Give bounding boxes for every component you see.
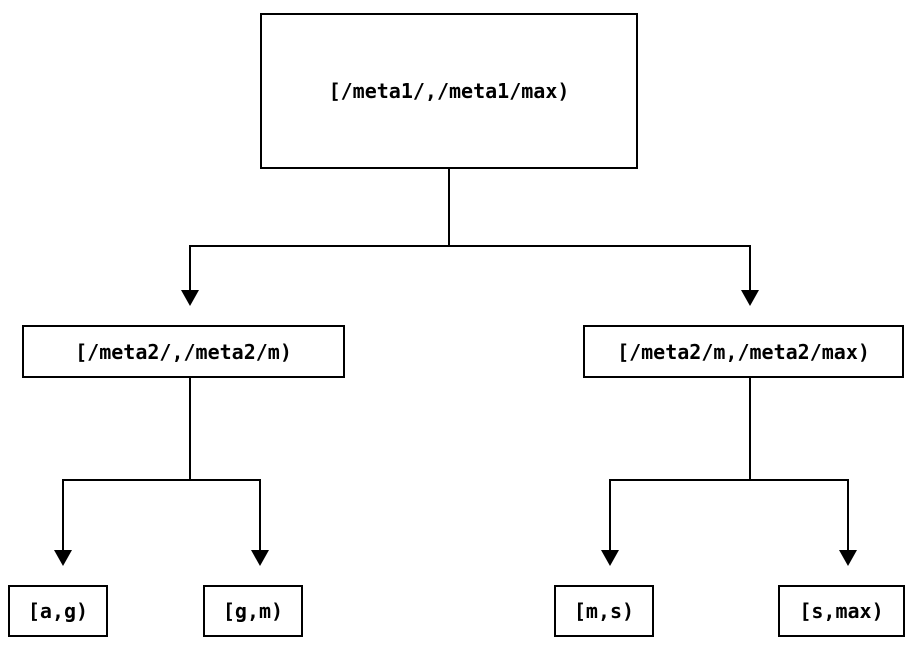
node-leaf-m-s-label: [m,s) — [573, 599, 635, 623]
node-leaf-m-s: [m,s) — [554, 585, 654, 637]
connector-drop-leaf-m-s — [609, 479, 611, 550]
node-meta2-high-label: [/meta2/m,/meta2/max) — [617, 339, 870, 364]
connector-drop-meta2-low — [189, 245, 191, 290]
node-leaf-a-g-label: [a,g) — [27, 599, 89, 623]
connector-root-crossbar — [189, 245, 751, 247]
arrow-down-icon — [251, 550, 269, 566]
connector-drop-leaf-s-max — [847, 479, 849, 550]
node-leaf-a-g: [a,g) — [8, 585, 108, 637]
arrow-down-icon — [601, 550, 619, 566]
node-meta2-high: [/meta2/m,/meta2/max) — [583, 325, 904, 378]
connector-meta2-high-stem — [749, 378, 751, 481]
connector-root-stem — [448, 169, 450, 247]
connector-meta2-low-crossbar — [62, 479, 261, 481]
node-root: [/meta1/,/meta1/max) — [260, 13, 638, 169]
connector-drop-meta2-high — [749, 245, 751, 290]
node-root-label: [/meta1/,/meta1/max) — [328, 79, 570, 103]
node-leaf-s-max-label: [s,max) — [799, 599, 884, 623]
arrow-down-icon — [741, 290, 759, 306]
connector-meta2-low-stem — [189, 378, 191, 481]
node-meta2-low: [/meta2/,/meta2/m) — [22, 325, 345, 378]
arrow-down-icon — [54, 550, 72, 566]
arrow-down-icon — [181, 290, 199, 306]
connector-drop-leaf-a-g — [62, 479, 64, 550]
node-meta2-low-label: [/meta2/,/meta2/m) — [75, 339, 292, 364]
connector-meta2-high-crossbar — [609, 479, 849, 481]
arrow-down-icon — [839, 550, 857, 566]
node-leaf-g-m-label: [g,m) — [222, 599, 284, 623]
node-leaf-s-max: [s,max) — [778, 585, 905, 637]
connector-drop-leaf-g-m — [259, 479, 261, 550]
node-leaf-g-m: [g,m) — [203, 585, 303, 637]
